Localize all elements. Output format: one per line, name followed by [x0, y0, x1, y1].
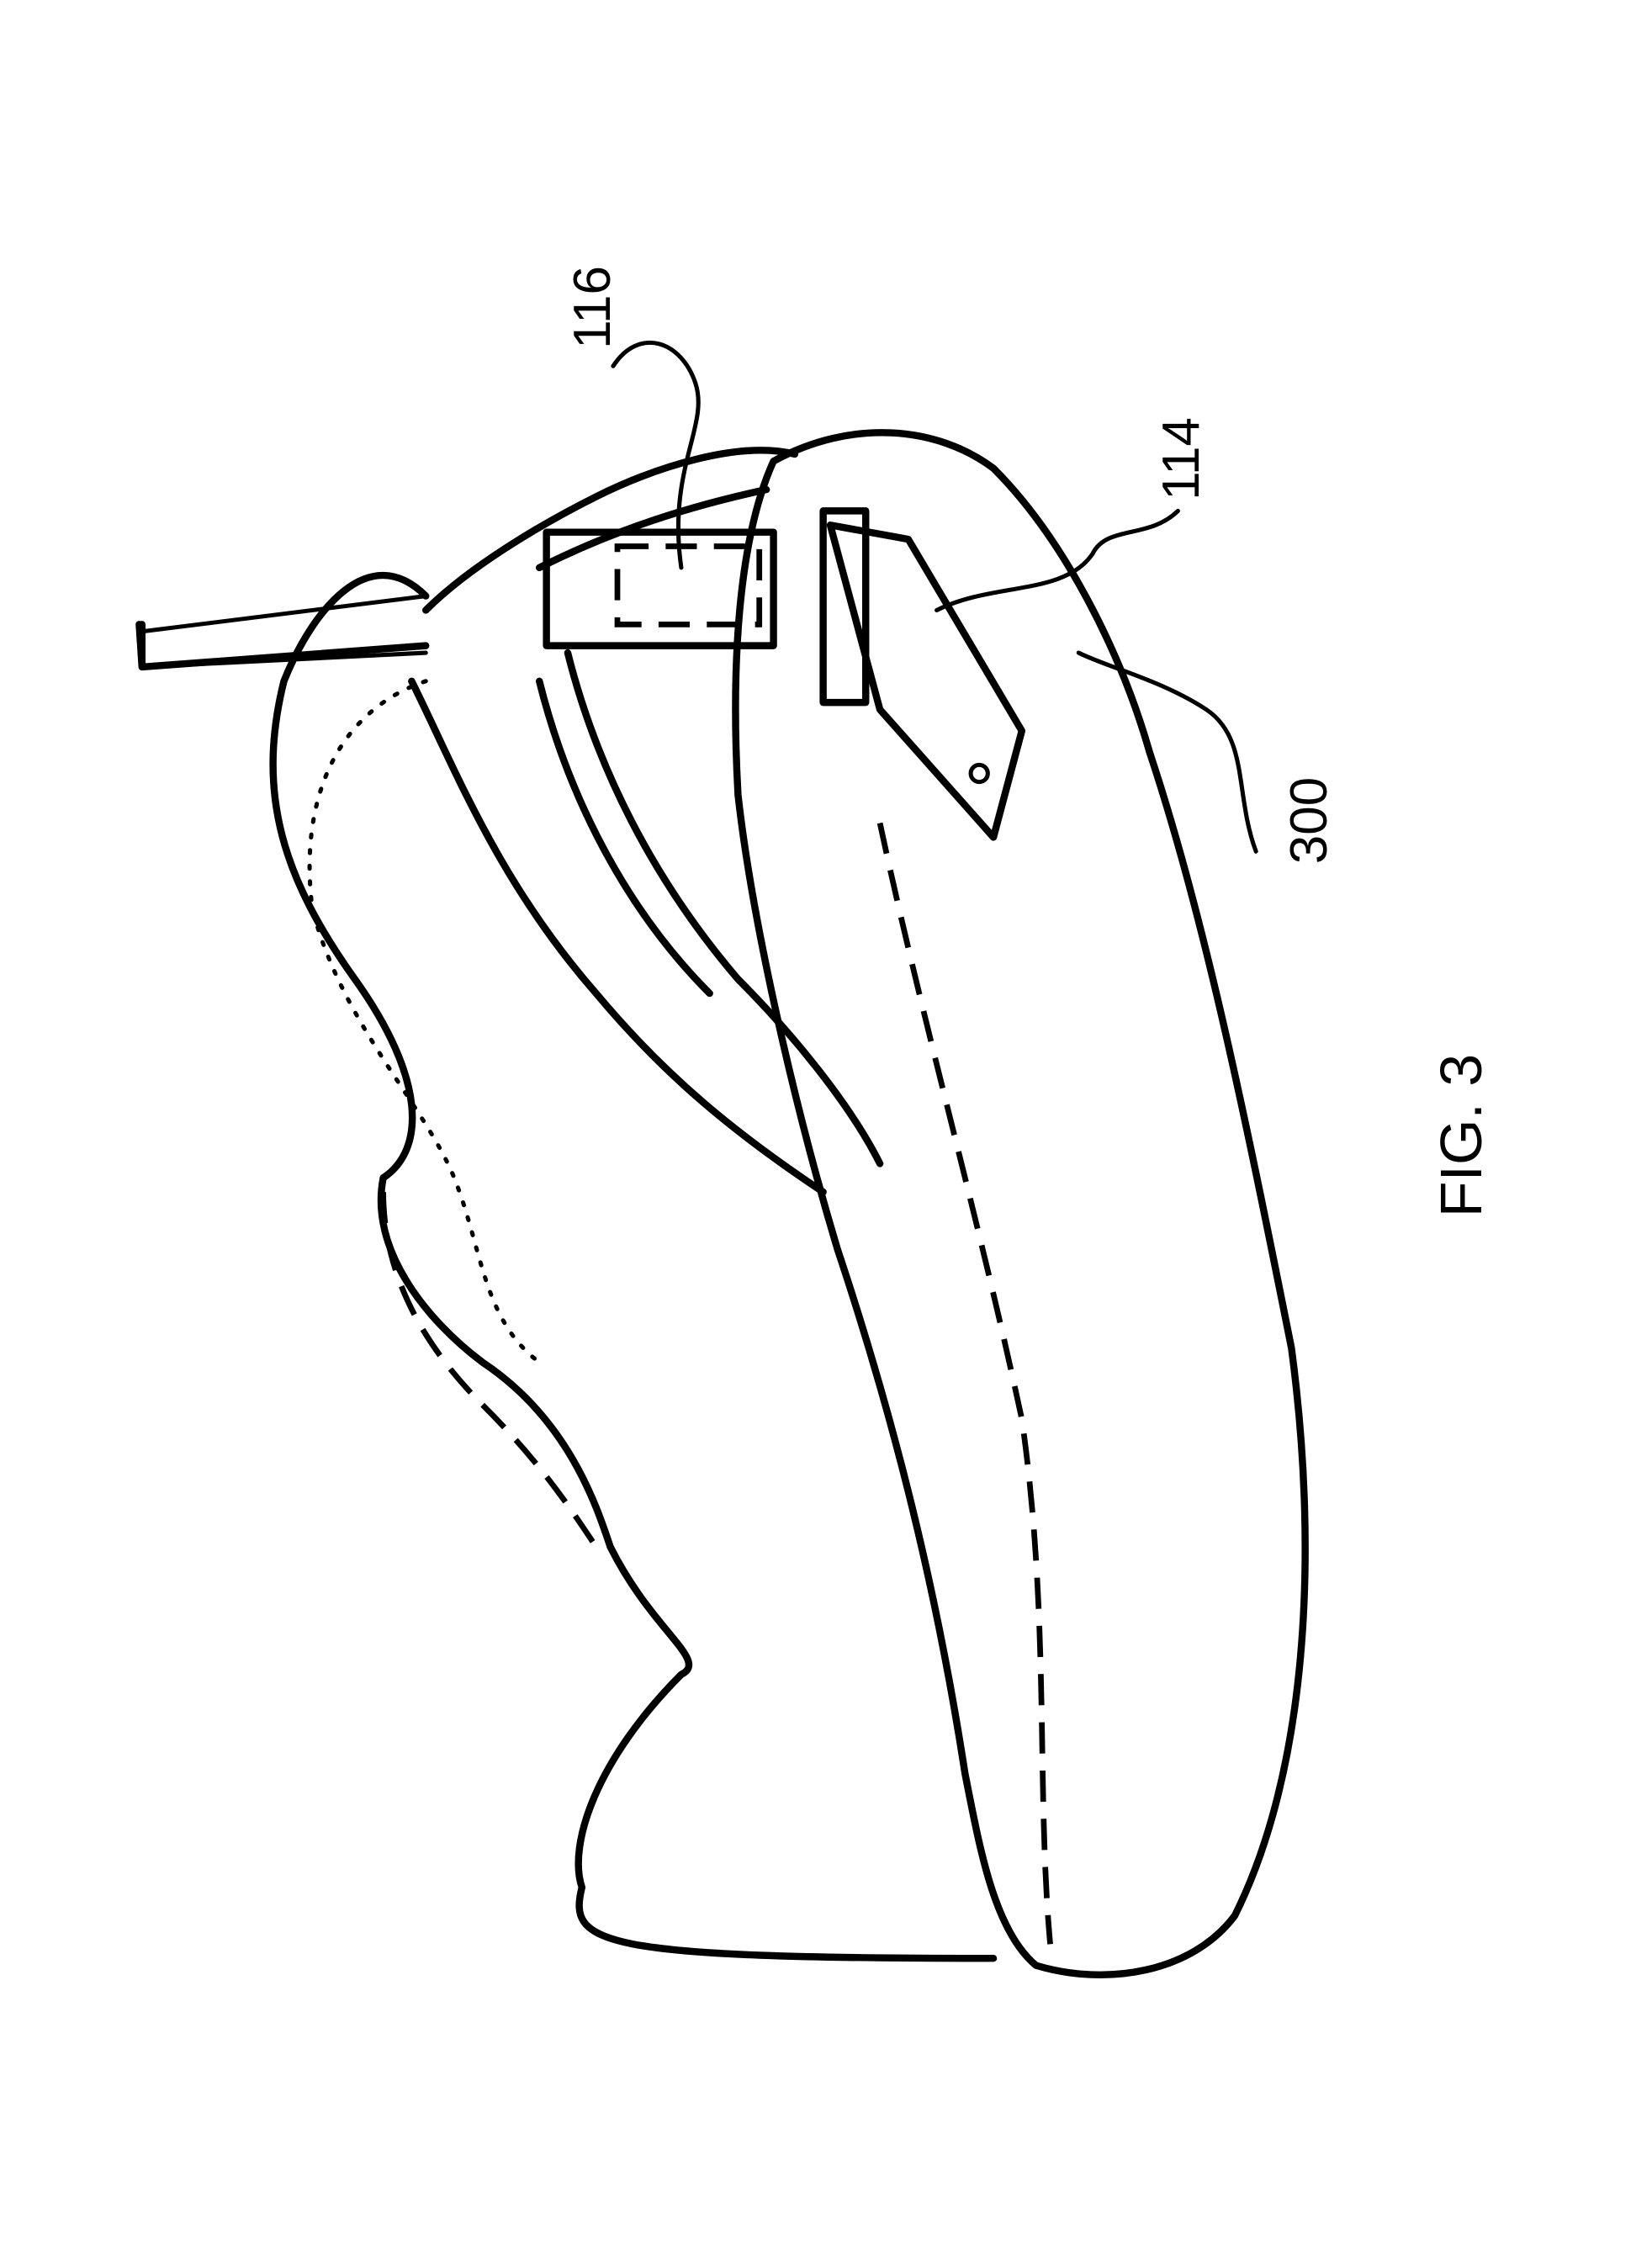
label-300: 300 — [1280, 776, 1339, 865]
collar-dashed — [380, 1192, 599, 1549]
leader-114 — [935, 508, 1180, 612]
sole-stitch — [876, 822, 1053, 1945]
sole-outline — [732, 429, 1309, 1979]
leader-116 — [611, 340, 701, 570]
plate-screw — [968, 762, 990, 785]
component-116-dashed — [614, 543, 763, 627]
shoe-upper-outline — [269, 572, 998, 1962]
label-116: 116 — [563, 266, 622, 349]
strap-lower — [564, 649, 884, 1168]
strap-upper — [422, 447, 799, 614]
cord-lines — [140, 594, 428, 670]
component-116-housing — [543, 528, 777, 649]
strap-middle — [408, 677, 827, 1196]
label-114: 114 — [1152, 417, 1210, 500]
leader-300 — [1076, 650, 1258, 854]
component-114-plate — [826, 522, 1026, 841]
upper-dotted-seam — [307, 679, 542, 1365]
connector — [819, 507, 870, 707]
figure-title: FIG. 3 — [1428, 1053, 1495, 1218]
